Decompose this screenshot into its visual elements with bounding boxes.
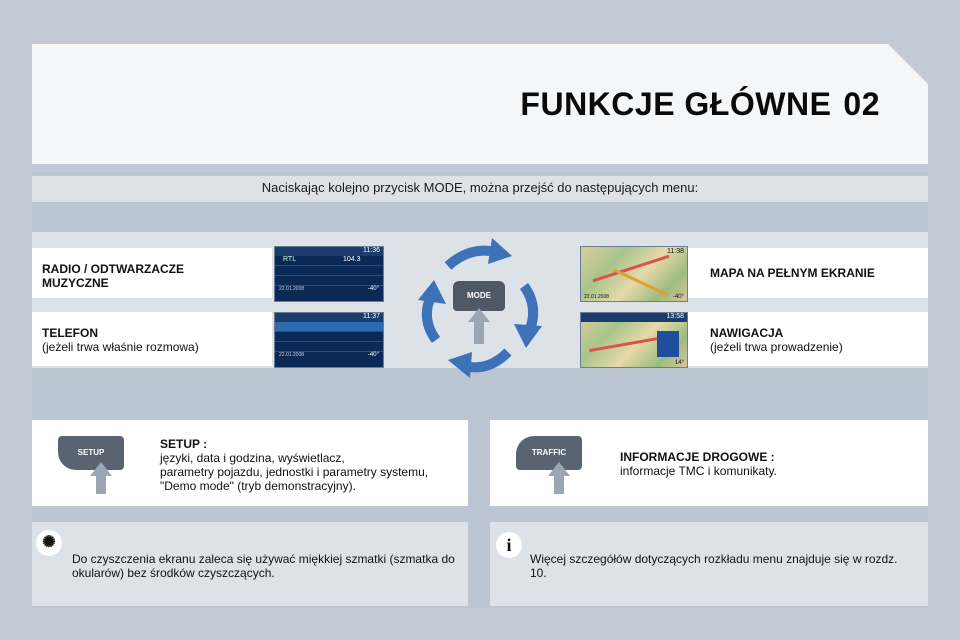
intro-text: Naciskając kolejno przycisk MODE, można … [261,180,699,195]
sun-icon: ✺ [36,530,62,556]
nav-row-right [688,312,928,366]
intro-band [32,176,928,202]
info-icon: i [496,532,522,558]
mode-button[interactable]: MODE [453,281,505,311]
setup-press-stem [96,476,106,494]
phone-screen: 11:37 22.01.2008-40° [274,312,384,368]
mode-press-arrow-icon [468,308,490,322]
cleaning-tip-panel [32,522,468,606]
cleaning-tip: Do czyszczenia ekranu zaleca się używać … [72,552,455,580]
setup-press-arrow-icon [90,462,112,476]
map-screen: 11:38 22.01.2008 -40° [580,246,688,302]
setup-description: SETUP : języki, data i godzina, wyświetl… [160,437,429,493]
title-text: FUNKCJE GŁÓWNE [520,86,832,122]
phone-row-left [32,312,272,366]
traffic-press-arrow-icon [548,462,570,476]
traffic-press-stem [554,476,564,494]
navigation-label: NAWIGACJA(jeżeli trwa prowadzenie) [710,326,843,354]
page-title: FUNKCJE GŁÓWNE 02 [520,86,880,123]
phone-label: TELEFON(jeżeli trwa właśnie rozmowa) [42,326,199,354]
info-tip: Więcej szczegółów dotyczących rozkładu m… [530,552,898,580]
map-row-right [688,248,928,298]
fullmap-label: MAPA NA PEŁNYM EKRANIE [710,266,875,280]
radio-row-left [32,248,272,298]
info-tip-panel [490,522,928,606]
traffic-description: INFORMACJE DROGOWE : informacje TMC i ko… [620,450,777,478]
title-panel [32,44,928,164]
rotation-arrows [418,238,542,378]
chapter-number: 02 [843,86,880,122]
nav-screen: 13:58 14° [580,312,688,368]
mode-press-stem [474,322,484,344]
